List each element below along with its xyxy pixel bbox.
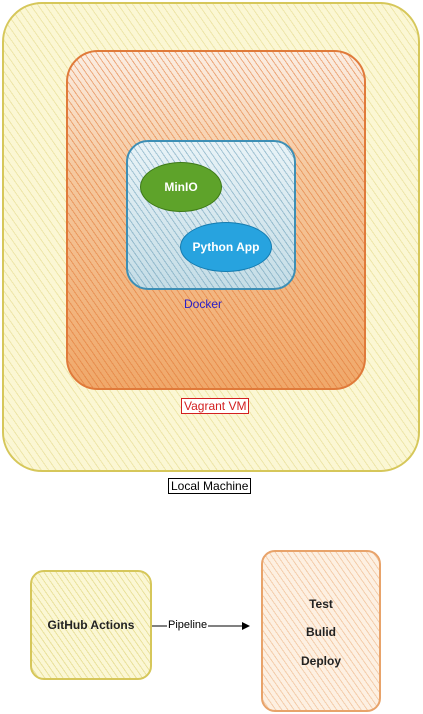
step-deploy: Deploy <box>300 654 341 668</box>
step-build: Bulid <box>306 625 336 639</box>
python-app-label: Python App <box>192 240 260 254</box>
python-app-node: Python App <box>180 222 272 272</box>
docker-label: Docker <box>184 297 223 311</box>
minio-node: MinIO <box>140 162 222 212</box>
github-actions-label: GitHub Actions <box>47 618 135 632</box>
github-actions-node: GitHub Actions <box>30 570 152 680</box>
pipeline-steps-node: Test Bulid Deploy <box>261 550 381 712</box>
step-test: Test <box>309 597 333 611</box>
minio-label: MinIO <box>164 180 198 194</box>
vagrant-vm-label: Vagrant VM <box>181 398 250 414</box>
local-machine-label: Local Machine <box>168 478 252 494</box>
pipeline-edge-label: Pipeline <box>167 619 209 631</box>
